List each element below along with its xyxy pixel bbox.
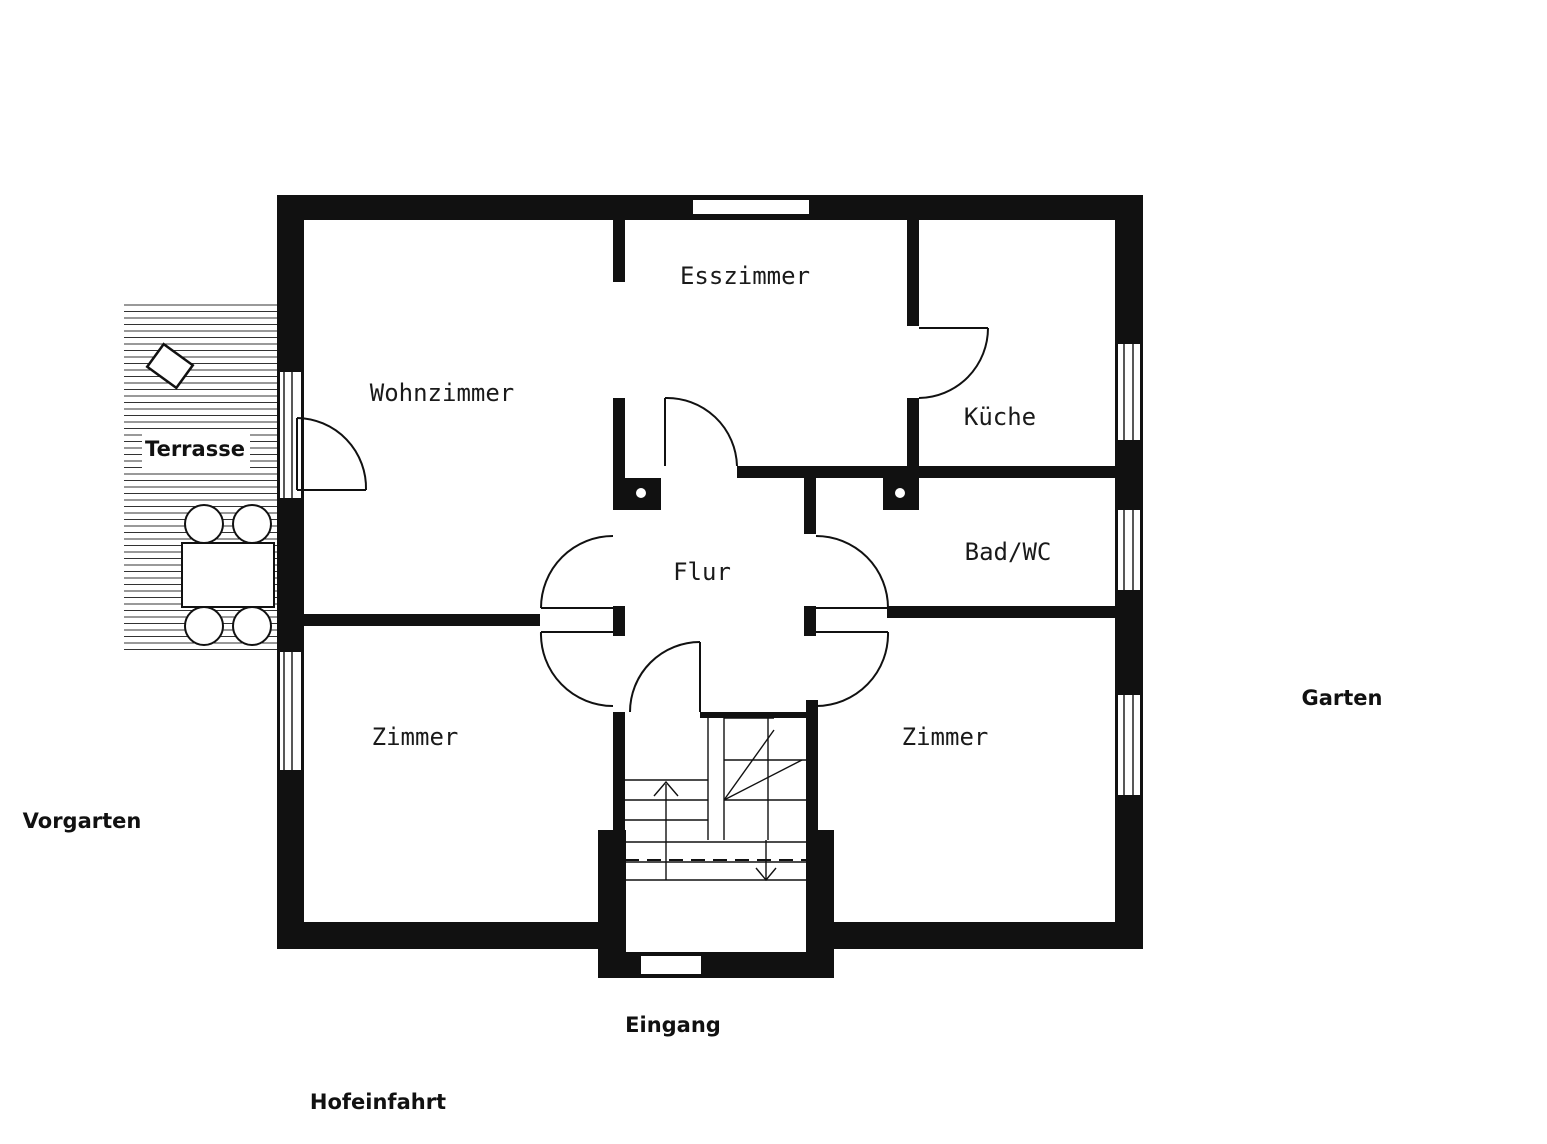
lounge-chair <box>145 342 195 390</box>
label-eingang: Eingang <box>625 1013 721 1037</box>
chimney-shafts <box>625 478 907 510</box>
label-vorgarten: Vorgarten <box>23 809 142 833</box>
left-wall-openings <box>280 372 301 770</box>
label-wohnzimmer: Wohnzimmer <box>370 379 515 407</box>
staircase <box>625 717 806 882</box>
terrace-table <box>181 504 275 646</box>
right-wall-openings <box>1118 344 1140 795</box>
label-zimmer-right: Zimmer <box>902 723 989 751</box>
label-esszimmer: Esszimmer <box>680 262 810 290</box>
label-zimmer-left: Zimmer <box>372 723 459 751</box>
label-bad: Bad/WC <box>965 538 1052 566</box>
door-swings <box>296 327 989 713</box>
interior-walls <box>304 220 1115 840</box>
label-garten: Garten <box>1302 686 1383 710</box>
terrace <box>124 302 279 654</box>
label-hofeinfahrt: Hofeinfahrt <box>310 1090 446 1114</box>
label-flur: Flur <box>673 558 731 586</box>
label-kueche: Küche <box>964 403 1036 431</box>
label-terrasse: Terrasse <box>145 437 245 461</box>
exterior-walls <box>277 195 1143 978</box>
